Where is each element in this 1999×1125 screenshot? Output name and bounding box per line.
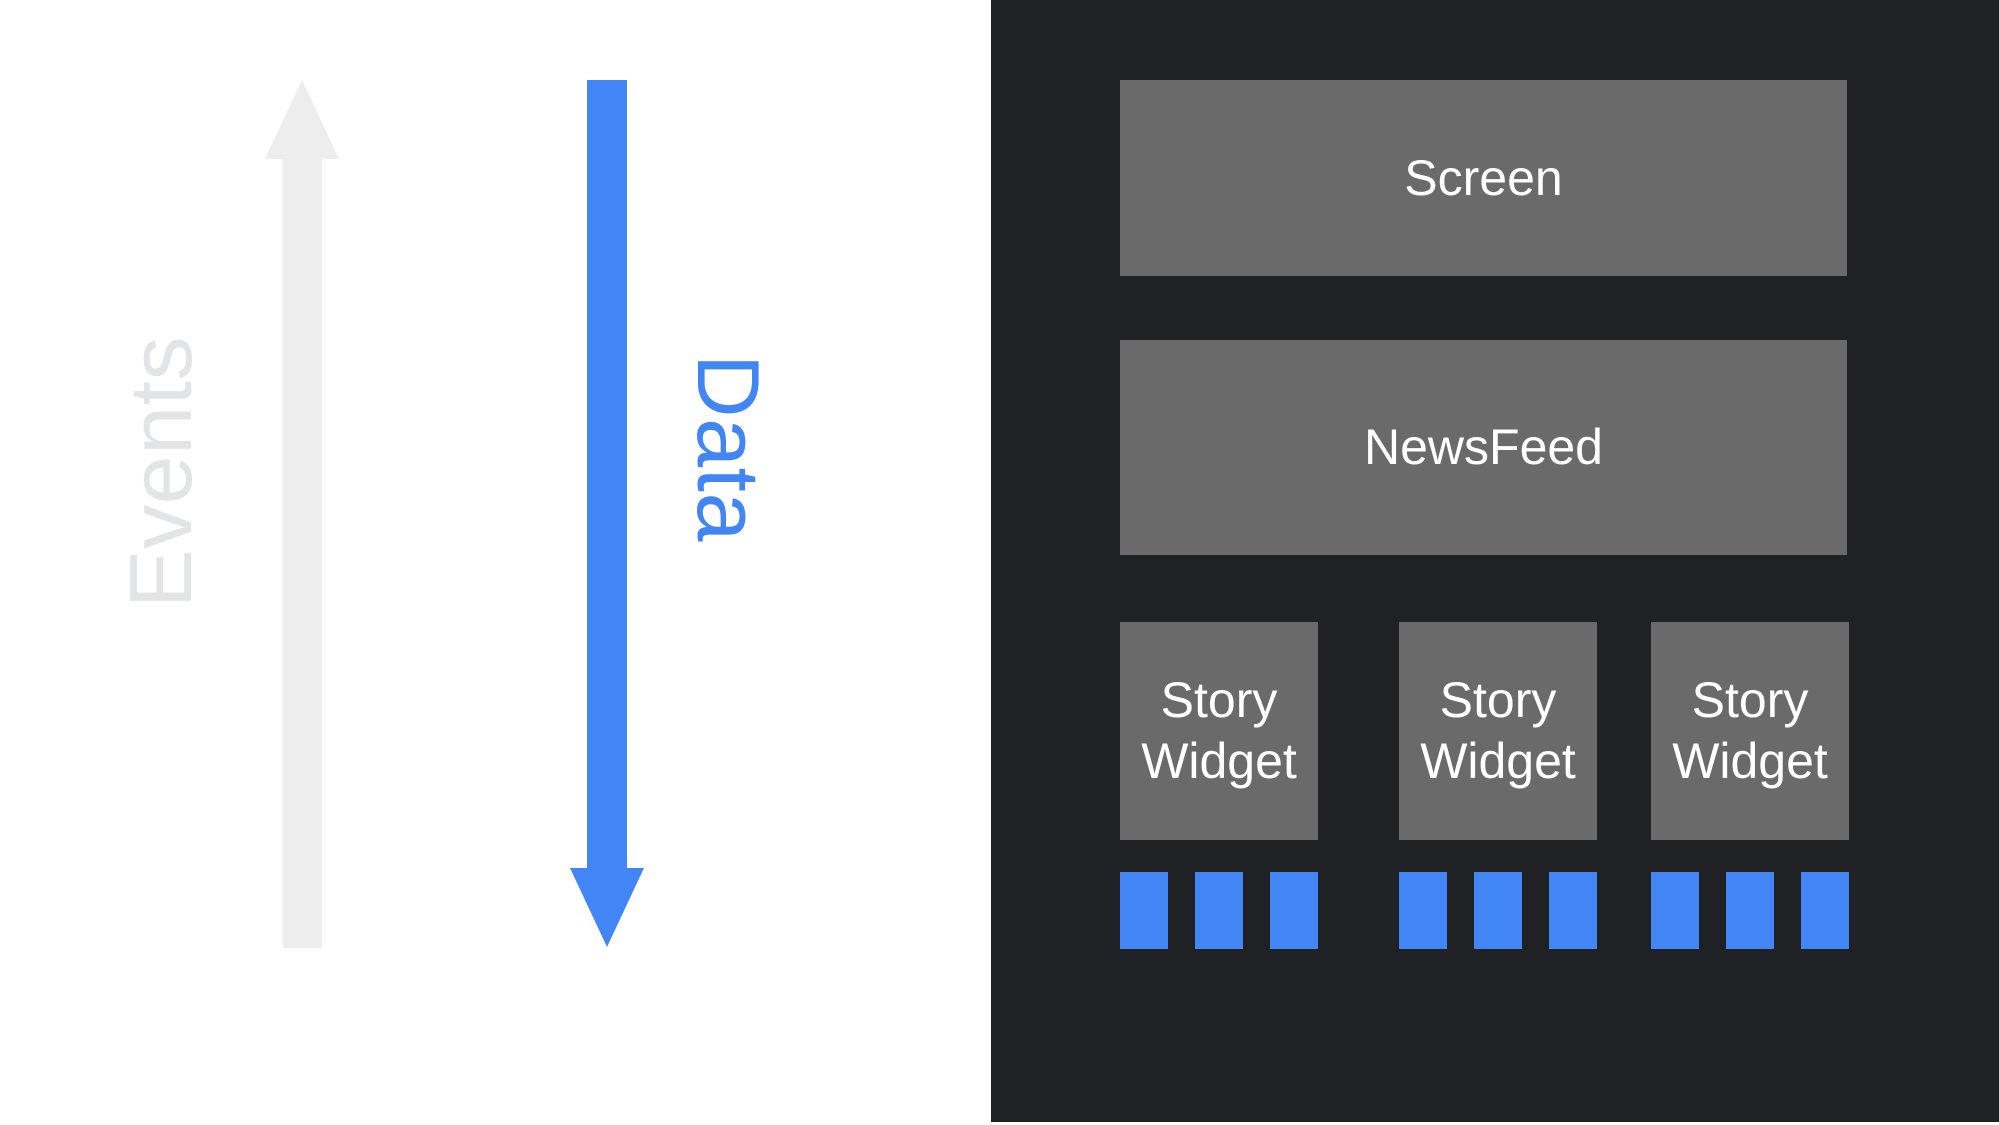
story-data-squares <box>1399 872 1597 949</box>
screen-widget-box: Screen <box>1120 80 1847 276</box>
newsfeed-widget-box: NewsFeed <box>1120 340 1847 555</box>
down-arrow-shaft <box>587 80 627 869</box>
newsfeed-widget-label: NewsFeed <box>1364 419 1603 475</box>
data-square-icon <box>1120 872 1168 949</box>
story-widget-box: Story Widget <box>1120 622 1318 840</box>
story-widget-column: Story Widget <box>1651 622 1849 949</box>
story-widget-box: Story Widget <box>1399 622 1597 840</box>
up-arrowhead-icon <box>265 80 339 159</box>
data-label: Data <box>679 354 778 542</box>
data-square-icon <box>1549 872 1597 949</box>
flow-arrows-panel: Events Data <box>0 0 991 1125</box>
data-square-icon <box>1651 872 1699 949</box>
story-widget-box: Story Widget <box>1651 622 1849 840</box>
slide-bottom-edge <box>0 1122 1999 1125</box>
story-widget-label: Story Widget <box>1420 672 1576 789</box>
data-square-icon <box>1195 872 1243 949</box>
story-data-squares <box>1120 872 1318 949</box>
story-widget-label: Story Widget <box>1141 672 1297 789</box>
up-arrow-shaft <box>283 158 322 948</box>
events-label: Events <box>111 335 210 609</box>
data-square-icon <box>1801 872 1849 949</box>
data-square-icon <box>1270 872 1318 949</box>
data-square-icon <box>1474 872 1522 949</box>
screen-widget-label: Screen <box>1404 149 1563 206</box>
story-widget-column: Story Widget <box>1120 622 1318 949</box>
story-widget-row: Story Widget Story Widget <box>1120 622 1849 949</box>
data-square-icon <box>1399 872 1447 949</box>
data-square-icon <box>1726 872 1774 949</box>
down-arrowhead-icon <box>570 868 644 947</box>
story-widget-column: Story Widget <box>1399 622 1597 949</box>
story-data-squares <box>1651 872 1849 949</box>
story-widget-label: Story Widget <box>1672 672 1828 789</box>
widget-tree-panel: Screen NewsFeed Story Widget Story Widge… <box>991 0 1999 1122</box>
